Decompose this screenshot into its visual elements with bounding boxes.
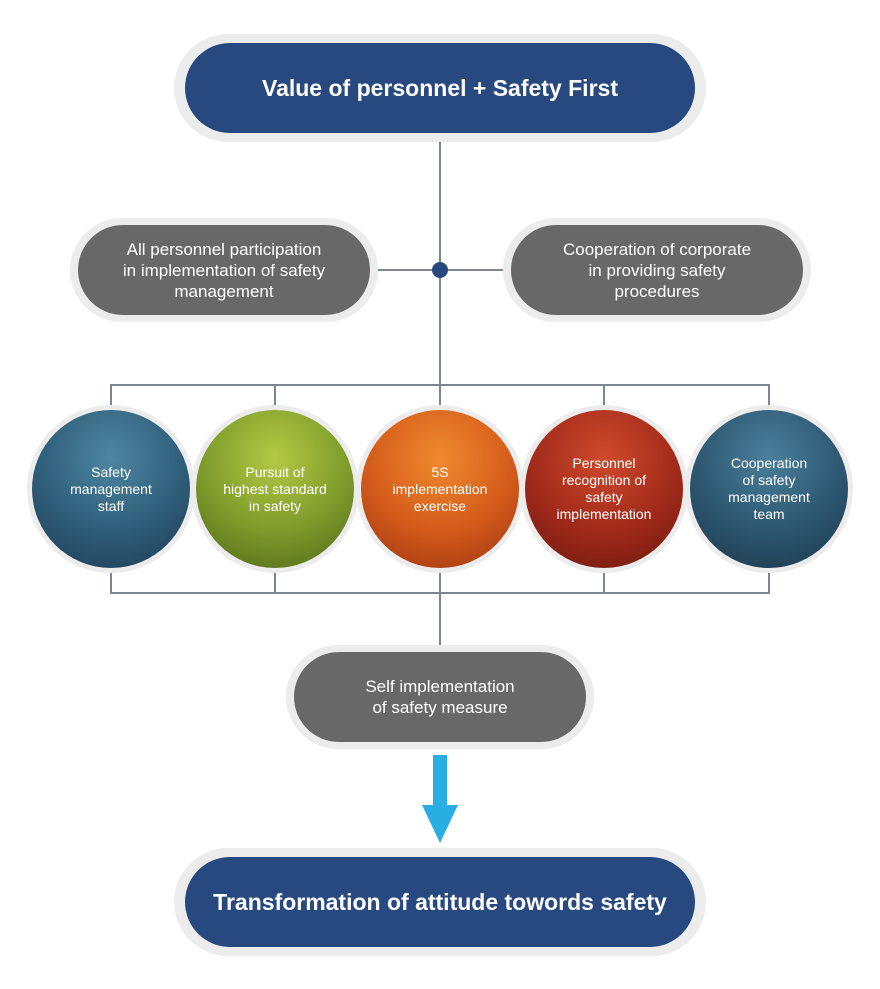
circle-3-line-3: exercise (413, 497, 467, 514)
circle-frame-5: Cooperation of safety management team (685, 405, 853, 573)
bracket-tick-3 (439, 384, 441, 406)
bracket-tick-1 (110, 384, 112, 406)
vertical-connector-top (439, 130, 441, 385)
bracket-btick-4 (603, 572, 605, 594)
circle-2-line-2: highest standard (223, 480, 327, 497)
right-box-line-2: in providing safety (588, 260, 726, 280)
left-box-line-3: management (174, 281, 274, 301)
circle-frame-1: Safety management staff (27, 405, 195, 573)
left-box: All personnel participation in implement… (78, 225, 370, 315)
right-box: Cooperation of corporate in providing sa… (511, 225, 803, 315)
circle-5-line-1: Cooperation (730, 455, 808, 471)
bracket-btick-2 (274, 572, 276, 594)
top-pill-label: Value of personnel + Safety First (262, 74, 618, 101)
right-box-line-1: Cooperation of corporate (562, 239, 752, 259)
circle-5-line-3: management (728, 489, 810, 505)
top-pill: Value of personnel + Safety First (185, 43, 695, 133)
circle-safety-management-staff: Safety management staff (32, 410, 190, 568)
left-box-line-2: in implementation of safety (122, 260, 326, 280)
left-box-line-1: All personnel participation (126, 239, 322, 259)
circle-2-line-3: in safety (248, 497, 302, 514)
circle-cooperation-safety-team: Cooperation of safety management team (690, 410, 848, 568)
circle-2-line-1: Pursuit of (245, 463, 305, 480)
vertical-connector-bottom (439, 572, 441, 662)
circle-1-line-1: Safety (91, 463, 131, 480)
bottom-pill: Transformation of attitude towords safet… (185, 857, 695, 947)
down-arrow-icon (422, 755, 458, 843)
circle-frame-2: Pursuit of highest standard in safety (191, 405, 359, 573)
circle-5-line-2: of safety (742, 472, 796, 488)
circle-pursuit-highest-standard: Pursuit of highest standard in safety (196, 410, 354, 568)
bottom-pill-label: Transformation of attitude towords safet… (213, 888, 667, 915)
circle-4-line-4: implementation (556, 506, 652, 522)
circle-frame-3: 5S implementation exercise (356, 405, 524, 573)
circle-4-line-1: Personnel (572, 455, 636, 471)
bracket-btick-1 (110, 572, 112, 594)
bracket-tick-5 (768, 384, 770, 406)
circle-1-line-3: staff (97, 497, 125, 514)
circle-frame-4: Personnel recognition of safety implemen… (520, 405, 688, 573)
circle-personnel-recognition: Personnel recognition of safety implemen… (525, 410, 683, 568)
circle-3-line-2: implementation (392, 480, 488, 497)
bracket-btick-5 (768, 572, 770, 594)
circle-5s-implementation: 5S implementation exercise (361, 410, 519, 568)
circle-5-line-4: team (753, 506, 785, 522)
self-box-line-1: Self implementation (365, 677, 515, 696)
self-box: Self implementation of safety measure (294, 652, 586, 742)
circle-4-line-2: recognition of (561, 472, 647, 488)
circle-1-line-2: management (70, 480, 152, 497)
bracket-tick-4 (603, 384, 605, 406)
right-box-line-3: procedures (614, 281, 700, 301)
junction-dot (432, 262, 448, 278)
circle-3-line-1: 5S (431, 463, 449, 480)
circle-4-line-3: safety (585, 489, 623, 505)
bracket-tick-2 (274, 384, 276, 406)
self-box-line-2: of safety measure (372, 698, 508, 717)
